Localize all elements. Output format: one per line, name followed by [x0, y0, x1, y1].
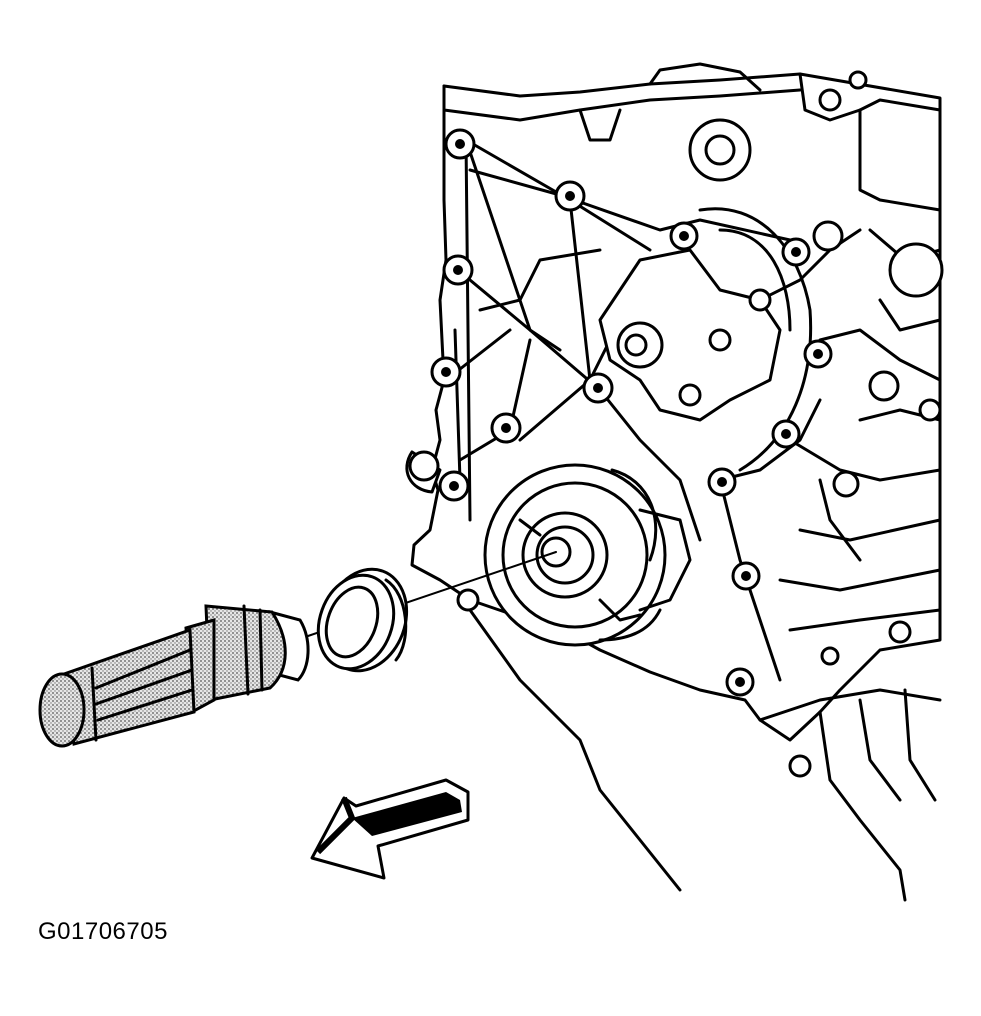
- seal-installer-tool-icon: [38, 604, 310, 748]
- engine-front-cover-icon: [405, 62, 944, 902]
- crankshaft-front-oil-seal-icon: [316, 567, 409, 673]
- direction-arrow-icon: [310, 778, 470, 880]
- cover-bolts: [430, 128, 833, 697]
- figure-code: G01706705: [38, 918, 168, 945]
